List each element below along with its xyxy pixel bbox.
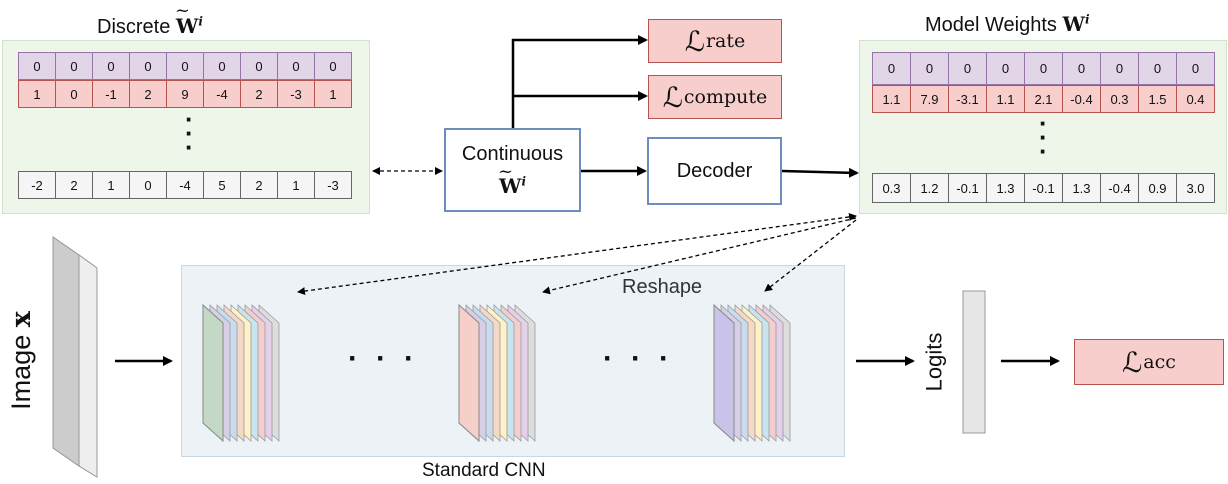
model-weights-symbol: Wi: [1062, 12, 1090, 36]
continuous-box: Continuous ~Wi: [444, 128, 581, 212]
model-weights-cell: 0: [872, 52, 911, 85]
dashed-arrow-reshape-1: [297, 212, 857, 296]
discrete-cell: 0: [129, 52, 167, 80]
model-weights-cell: 0: [1176, 52, 1215, 85]
model-weights-cell: 0: [1062, 52, 1101, 85]
model-weights-cell: 1.5: [1138, 85, 1177, 113]
model-weights-title-text: Model Weights: [925, 14, 1057, 36]
dashed-arrow-reshape-2: [542, 217, 857, 295]
discrete-title-text: Discrete: [97, 16, 171, 38]
model-weights-cell: 0: [948, 52, 987, 85]
continuous-symbol: ~Wi: [497, 160, 527, 198]
discrete-cell: 0: [18, 52, 56, 80]
discrete-cell: 1: [277, 171, 315, 199]
arrow-to-model-weights: [781, 167, 859, 178]
cuboid-1-front-slice: [202, 303, 224, 443]
discrete-cell: 0: [166, 52, 204, 80]
model-weights-cell: -3.1: [948, 85, 987, 113]
discrete-cell: -4: [203, 80, 241, 108]
model-weights-cell: 0: [1024, 52, 1063, 85]
model-weights-cell: 7.9: [910, 85, 949, 113]
continuous-label: Continuous: [461, 142, 564, 165]
model-weights-cell: 0.3: [872, 173, 911, 203]
discrete-cell: 1: [18, 80, 56, 108]
discrete-cell: -1: [92, 80, 130, 108]
dashed-arrow-reshape-3: [764, 219, 857, 292]
discrete-cell: 2: [240, 80, 278, 108]
logits-bar: [962, 290, 986, 434]
model-weights-cell: 1.3: [1062, 173, 1101, 203]
discrete-cell: -3: [277, 80, 315, 108]
discrete-symbol: ~Wi: [174, 0, 203, 38]
discrete-cell: -3: [314, 171, 352, 199]
discrete-cell: 5: [203, 171, 241, 199]
tilde-icon: ~: [174, 0, 191, 21]
model-weights-cell: 0.4: [1176, 85, 1215, 113]
decoder-box: Decoder: [647, 137, 782, 205]
cuboid-2-front-slice: [458, 303, 480, 443]
discrete-cell: 0: [55, 80, 93, 108]
vertical-ellipsis-icon: ···: [185, 104, 194, 162]
decoder-label: Decoder: [676, 159, 753, 182]
discrete-cell: 9: [166, 80, 204, 108]
discrete-cell: 0: [240, 52, 278, 80]
model-weights-cell: 0.9: [1138, 173, 1177, 203]
horizontal-ellipsis-icon: ···: [348, 342, 432, 375]
vertical-ellipsis-icon: ···: [1039, 108, 1048, 166]
discrete-cell: 1: [92, 171, 130, 199]
model-weights-cell: 0: [910, 52, 949, 85]
image-slab: [52, 236, 98, 478]
model-weights-cell: 0: [1100, 52, 1139, 85]
discrete-title: Discrete ~Wi: [97, 0, 203, 39]
discrete-cell: 0: [55, 52, 93, 80]
feature-map-cuboids: [202, 303, 791, 443]
horizontal-ellipsis-icon: ···: [603, 342, 687, 375]
discrete-cell: -4: [166, 171, 204, 199]
model-weights-cell: 3.0: [1176, 173, 1215, 203]
discrete-cell: 2: [129, 80, 167, 108]
cnn-label: Standard CNN: [422, 460, 546, 481]
model-weights-cell: -0.4: [1062, 85, 1101, 113]
model-weights-cell: -0.1: [948, 173, 987, 203]
model-weights-cell: 1.3: [986, 173, 1025, 203]
discrete-cell: 0: [314, 52, 352, 80]
discrete-cell: 0: [92, 52, 130, 80]
model-weights-cell: 0: [1138, 52, 1177, 85]
arrow-to-rate: [511, 35, 648, 128]
cuboid-3-front-slice: [713, 303, 735, 443]
model-weights-title: Model Weights Wi: [925, 12, 1090, 37]
model-weights-cell: 0.3: [1100, 85, 1139, 113]
model-weights-cell: 1.1: [986, 85, 1025, 113]
discrete-cell: 2: [240, 171, 278, 199]
tilde-icon: ~: [497, 160, 514, 182]
discrete-cell: 1: [314, 80, 352, 108]
model-weights-cell: -0.4: [1100, 173, 1139, 203]
